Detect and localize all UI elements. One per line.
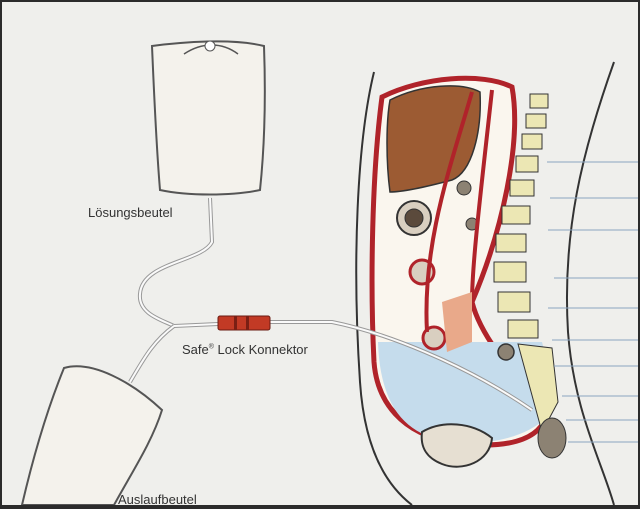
connector-label: Safe® Lock Konnektor	[182, 342, 308, 357]
registered-mark: ®	[208, 343, 214, 351]
spine	[493, 93, 559, 434]
liver	[386, 85, 481, 193]
dialysate-fluid	[378, 342, 551, 443]
abdomen-outline	[355, 71, 413, 505]
solution-bag-label: Lösungsbeutel	[88, 205, 173, 220]
bladder	[537, 417, 567, 459]
bowel-loop	[456, 180, 472, 196]
connector-label-name: Safe	[182, 342, 209, 357]
drain-bag	[20, 365, 164, 505]
mesentery	[424, 91, 474, 333]
bowel-loop	[421, 325, 447, 351]
drain-tube	[128, 324, 176, 384]
drain-bag-label: Auslaufbeutel	[118, 492, 197, 505]
pelvis	[420, 423, 494, 468]
safe-lock-connector	[217, 315, 271, 331]
connector-label-rest: Lock Konnektor	[213, 342, 308, 357]
bowel-loop	[497, 343, 515, 361]
solution-bag	[150, 40, 266, 196]
back-outline	[565, 61, 615, 505]
